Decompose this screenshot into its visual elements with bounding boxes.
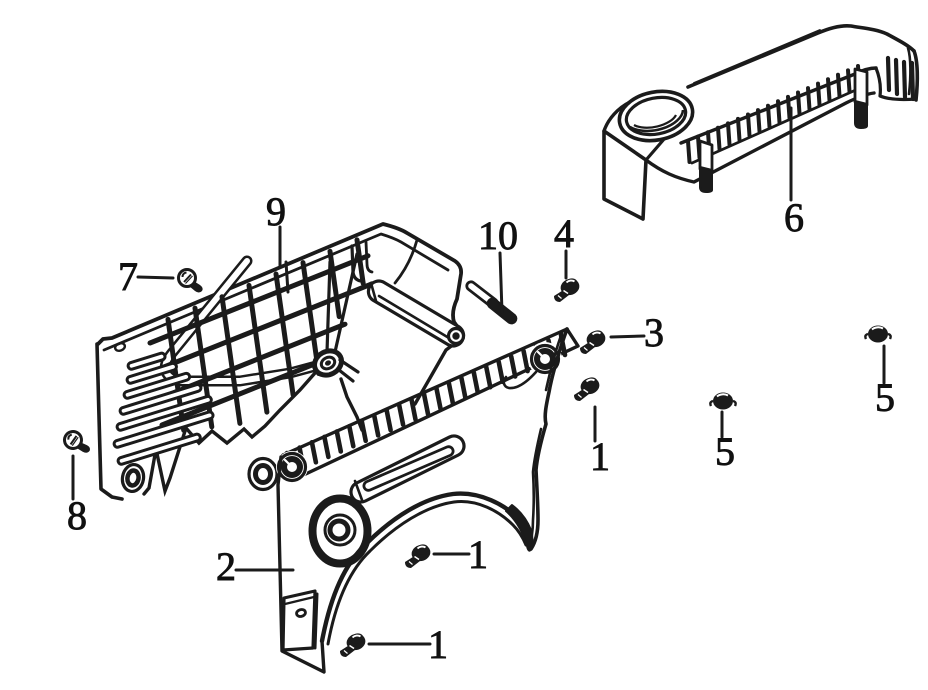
svg-text:5: 5 [715,429,735,474]
svg-text:2: 2 [216,544,236,589]
svg-text:8: 8 [67,493,87,538]
svg-text:6: 6 [784,195,804,240]
svg-text:3: 3 [644,310,664,355]
svg-text:5: 5 [875,375,895,420]
svg-text:10: 10 [478,213,518,258]
svg-text:1: 1 [590,434,610,479]
svg-text:4: 4 [554,211,574,256]
svg-text:9: 9 [266,189,286,234]
svg-text:7: 7 [118,254,138,299]
svg-text:1: 1 [428,622,448,667]
svg-text:1: 1 [468,532,488,577]
